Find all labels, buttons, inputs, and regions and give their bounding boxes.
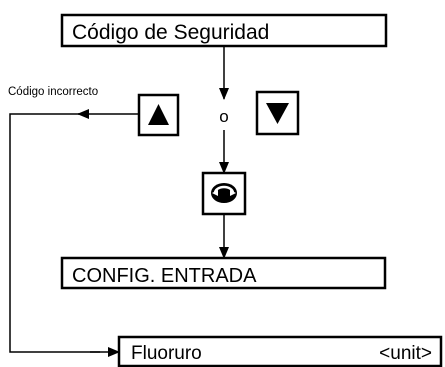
security-code-label: Código de Seguridad xyxy=(72,21,269,44)
or-label: o xyxy=(219,107,228,126)
config-entry-label: CONFIG. ENTRADA xyxy=(72,265,257,287)
security-code-box: Código de Seguridad xyxy=(60,13,388,48)
enter-button[interactable] xyxy=(201,171,247,216)
triangle-up-icon xyxy=(148,104,169,125)
enter-cycle-icon xyxy=(211,183,237,203)
fluoride-label: Fluoruro xyxy=(131,343,202,364)
fluoride-unit-label: <unit> xyxy=(379,343,432,364)
wrong-code-label: Código incorrecto xyxy=(8,86,98,98)
up-button[interactable] xyxy=(137,93,180,137)
wrong-code-loop-line xyxy=(9,113,100,353)
down-button[interactable] xyxy=(255,90,300,136)
fluoride-box: Fluoruro <unit> xyxy=(117,335,443,367)
triangle-down-icon xyxy=(266,103,289,124)
config-entry-box: CONFIG. ENTRADA xyxy=(60,256,387,290)
